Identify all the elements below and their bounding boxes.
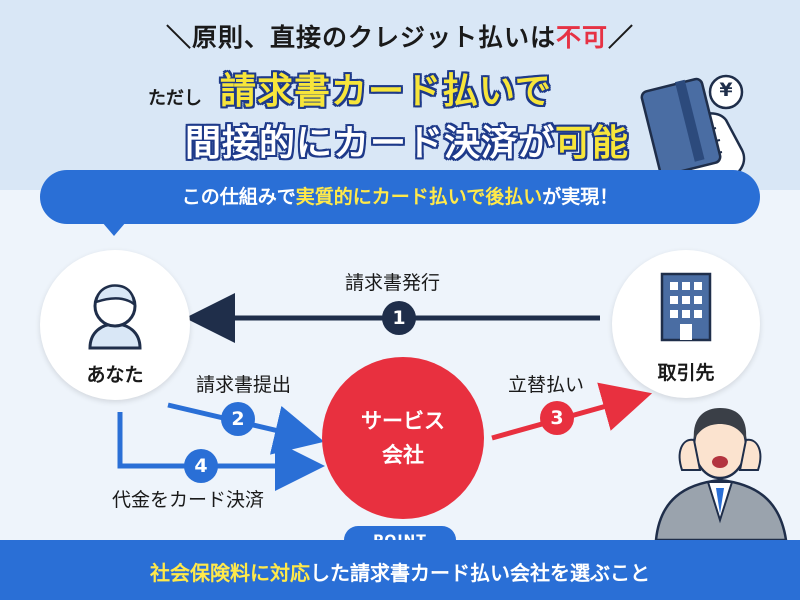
label-step1: 請求書発行 xyxy=(345,272,441,294)
headline-indirect-payment: 間接的にカード決済が可能 xyxy=(185,114,629,166)
arrow-step4 xyxy=(117,412,325,491)
headline-indirect-text: 間接的にカード決済が xyxy=(185,123,556,164)
person-icon xyxy=(88,284,142,350)
yen-coin-icon xyxy=(708,74,744,110)
label-business-partner: 取引先 xyxy=(657,362,715,384)
point-text: した請求書カード払い会社を選ぶこと xyxy=(310,561,650,585)
headline-not-allowed: 不可 xyxy=(555,23,608,52)
banner-tail xyxy=(102,222,126,236)
banner-text-post: が実現！ xyxy=(542,186,619,208)
banner-text-pre: この仕組みで xyxy=(181,186,296,208)
banner-highlight: 実質的にカード払いで後払い xyxy=(295,186,543,208)
headline-however: ただし xyxy=(148,88,202,109)
headline-principle: ＼原則、直接のクレジット払いは不可／ xyxy=(0,18,800,54)
label-step3: 立替払い xyxy=(508,374,585,396)
headline-possible: 可能 xyxy=(555,123,630,164)
node-service-company: サービス 会社 xyxy=(322,357,484,519)
point-bar: 社会保険料に対応した請求書カード払い会社を選ぶこと xyxy=(0,540,800,600)
node-you: あなた xyxy=(40,250,190,400)
badge-step3: 3 xyxy=(540,401,574,435)
label-step4: 代金をカード決済 xyxy=(112,489,265,511)
label-step2: 請求書提出 xyxy=(196,374,292,396)
credit-card-icon xyxy=(640,77,722,177)
badge-step2: 2 xyxy=(221,402,255,436)
point-highlight: 社会保険料に対応 xyxy=(150,561,310,585)
summary-banner: この仕組みで実質的にカード払いで後払いが実現！ xyxy=(40,170,760,224)
service-label-line1: サービス xyxy=(361,409,445,433)
building-icon xyxy=(660,272,712,342)
yen-symbol: ¥ xyxy=(719,79,733,101)
badge-step4: 4 xyxy=(184,449,218,483)
node-business-partner: 取引先 xyxy=(612,250,760,398)
label-you: あなた xyxy=(86,364,144,386)
headline-principle-slash: ／ xyxy=(608,23,635,52)
service-label-line2: 会社 xyxy=(382,443,424,467)
headline-principle-text: ＼原則、直接のクレジット払いは xyxy=(165,23,556,52)
businessman-icon xyxy=(654,408,788,542)
badge-step1: 1 xyxy=(382,301,416,335)
headline-invoice-card-payment: 請求書カード払いで xyxy=(220,71,552,112)
